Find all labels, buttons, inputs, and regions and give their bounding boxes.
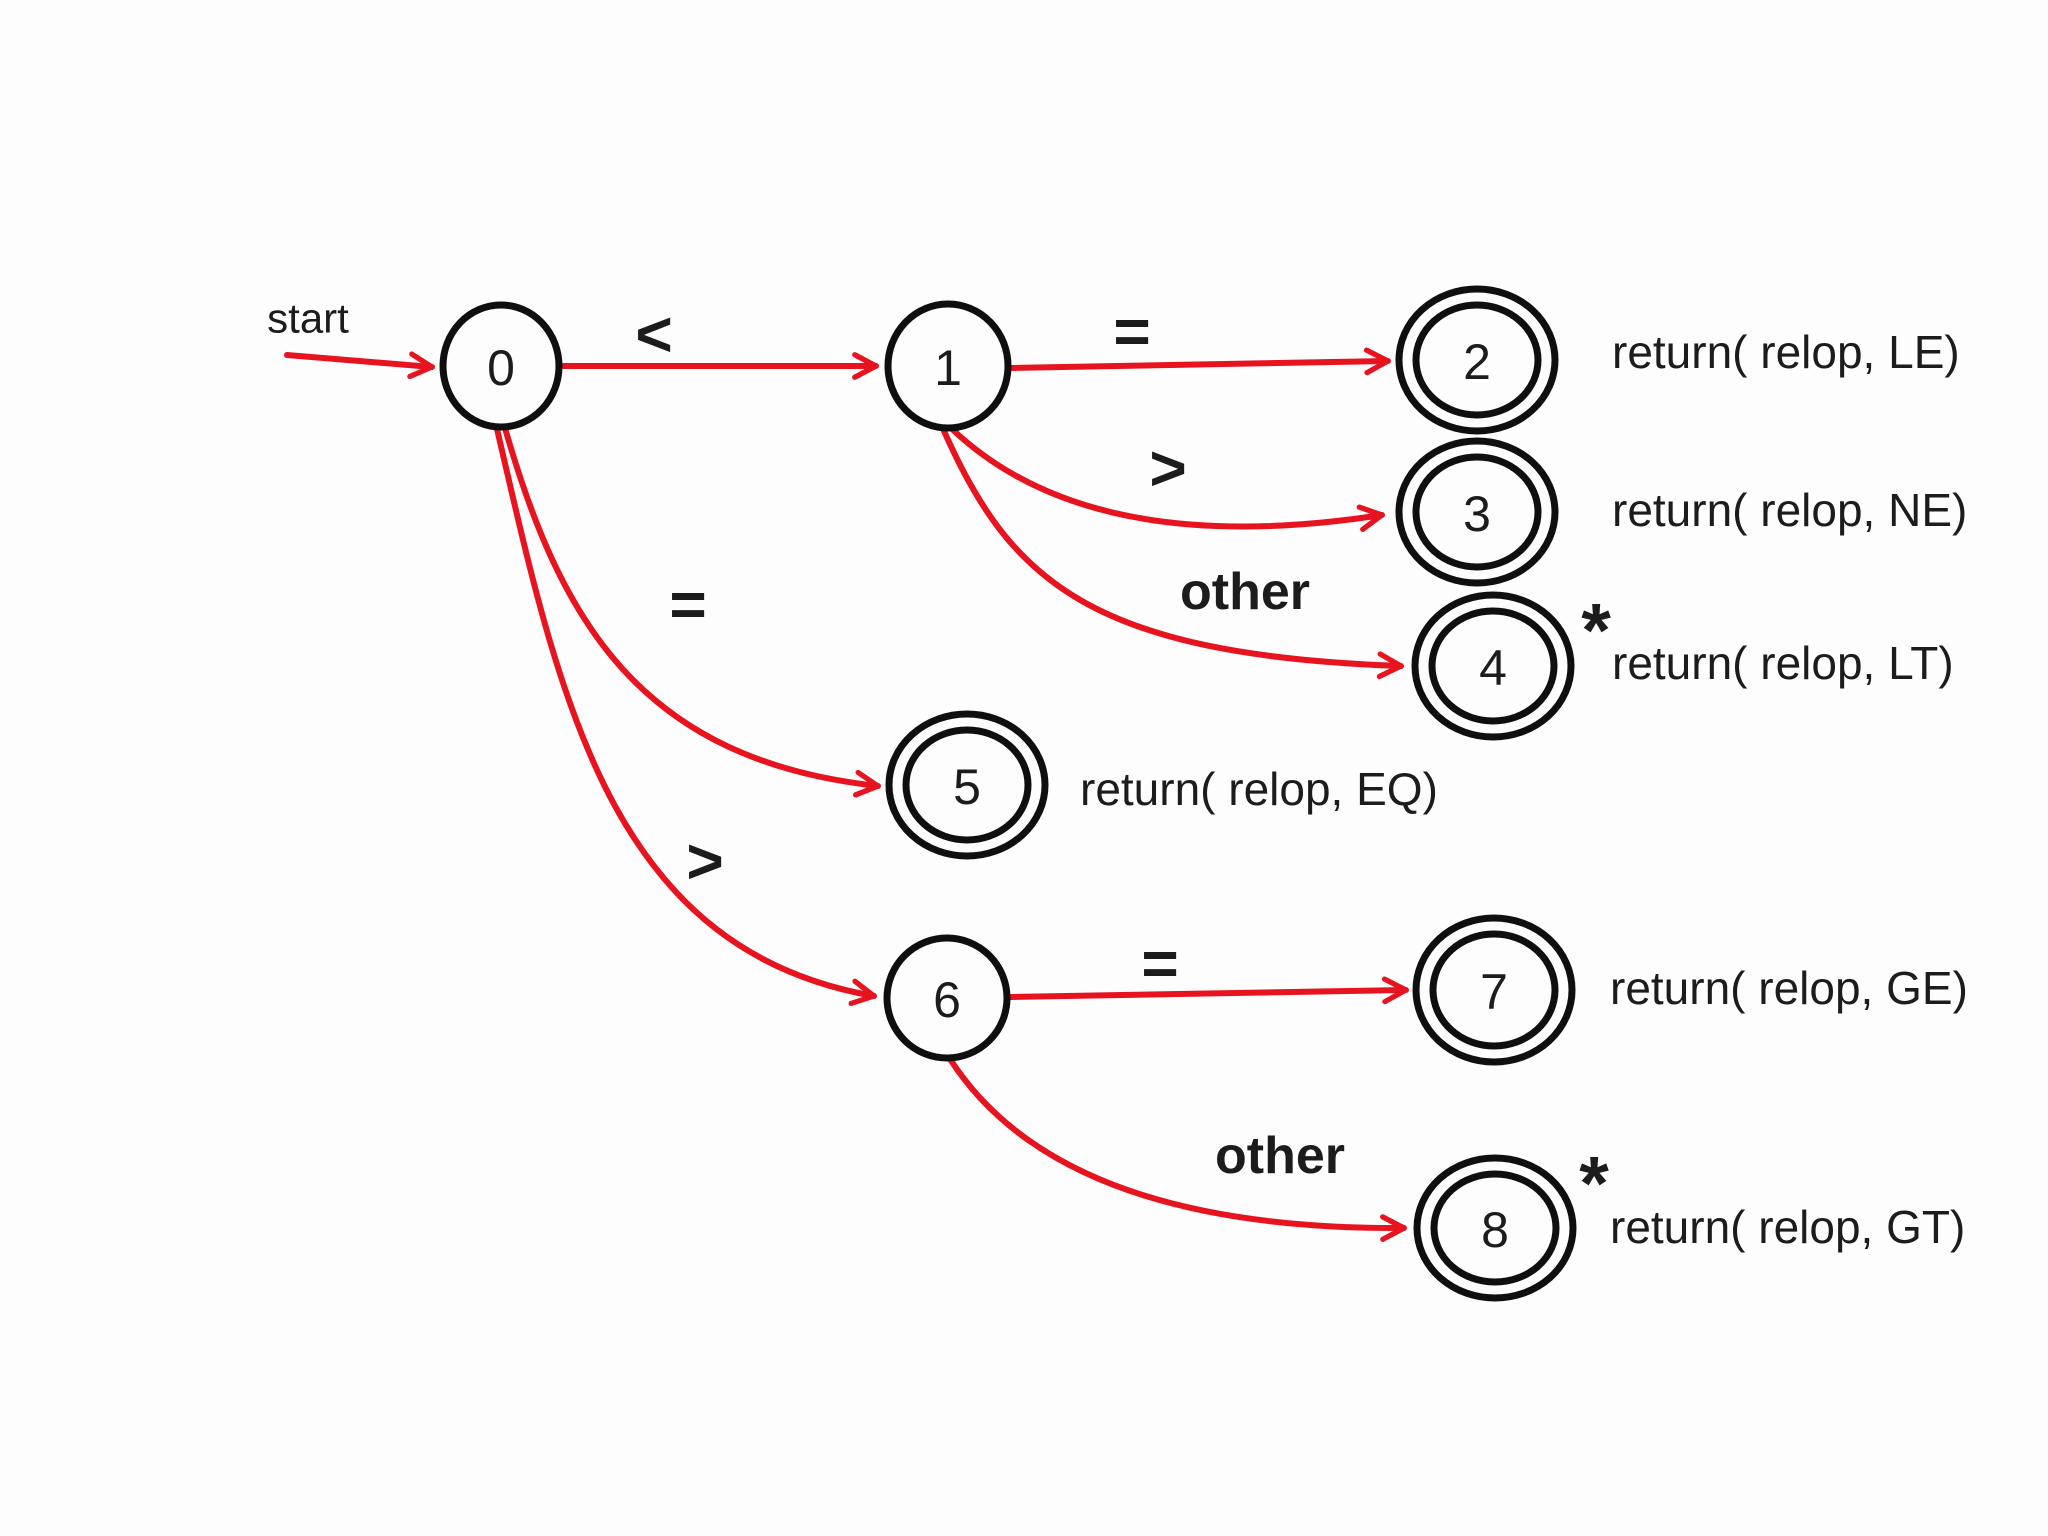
state-8-star: * (1579, 1142, 1609, 1227)
state-0-circle (439, 301, 563, 431)
transition-1-4-label: other (1180, 563, 1310, 621)
state-5-inner-circle (902, 726, 1032, 844)
transition-0-6-arrow (494, 426, 877, 1007)
transition-6-7-arrow (1007, 976, 1409, 1005)
transition-1-3-arrow (949, 426, 1385, 532)
state-8-inner-circle (1430, 1170, 1560, 1286)
transition-0-6-label: > (686, 825, 723, 897)
state-5-return-annotation: return( relop, EQ) (1080, 763, 1438, 815)
start-arrow (284, 351, 435, 380)
state-7-label: 7 (1480, 964, 1508, 1020)
state-4-star: * (1581, 589, 1611, 674)
state-2-label: 2 (1463, 334, 1491, 390)
transition-0-1-label: < (635, 298, 672, 370)
state-6-label: 6 (933, 972, 961, 1028)
state-8-label: 8 (1481, 1202, 1509, 1258)
state-4-label: 4 (1479, 640, 1507, 696)
transition-6-8-arrow (947, 1056, 1407, 1242)
state-2-inner-circle (1412, 301, 1542, 419)
state-0: 0 (439, 301, 563, 431)
state-4-return-annotation: return( relop, LT) (1612, 637, 1954, 689)
state-6-circle (883, 934, 1011, 1062)
transition-0-5-label: = (669, 568, 706, 640)
transition-1-2-label: = (1113, 295, 1150, 367)
transition-1-4-arrow (941, 428, 1404, 680)
state-1: 1 (884, 300, 1012, 432)
state-1-label: 1 (934, 340, 962, 396)
state-3: 3 (1395, 437, 1559, 587)
state-7-return-annotation: return( relop, GE) (1610, 962, 1968, 1014)
transition-1-3-label: > (1149, 432, 1186, 504)
state-0-label: 0 (487, 340, 515, 396)
state-5-label: 5 (953, 759, 981, 815)
state-3-inner-circle (1412, 453, 1542, 571)
transition-6-8-label: other (1215, 1127, 1345, 1185)
state-6: 6 (883, 934, 1011, 1062)
state-5: 5 (885, 710, 1049, 860)
state-4: 4 * (1411, 589, 1611, 741)
state-2-return-annotation: return( relop, LE) (1612, 326, 1960, 378)
state-8: 8 * (1413, 1142, 1609, 1302)
state-8-return-annotation: return( relop, GT) (1610, 1201, 1965, 1253)
transition-0-5-arrow (502, 425, 881, 798)
start-label: start (267, 295, 349, 342)
state-7-inner-circle (1429, 930, 1559, 1050)
state-4-inner-circle (1428, 607, 1558, 725)
state-7: 7 (1412, 914, 1576, 1066)
transition-6-7-label: = (1141, 927, 1178, 999)
state-2: 2 (1395, 285, 1559, 435)
transition-1-2-arrow (1007, 347, 1391, 376)
state-3-return-annotation: return( relop, NE) (1612, 484, 1967, 536)
state-1-circle (884, 300, 1012, 432)
state-3-label: 3 (1463, 486, 1491, 542)
